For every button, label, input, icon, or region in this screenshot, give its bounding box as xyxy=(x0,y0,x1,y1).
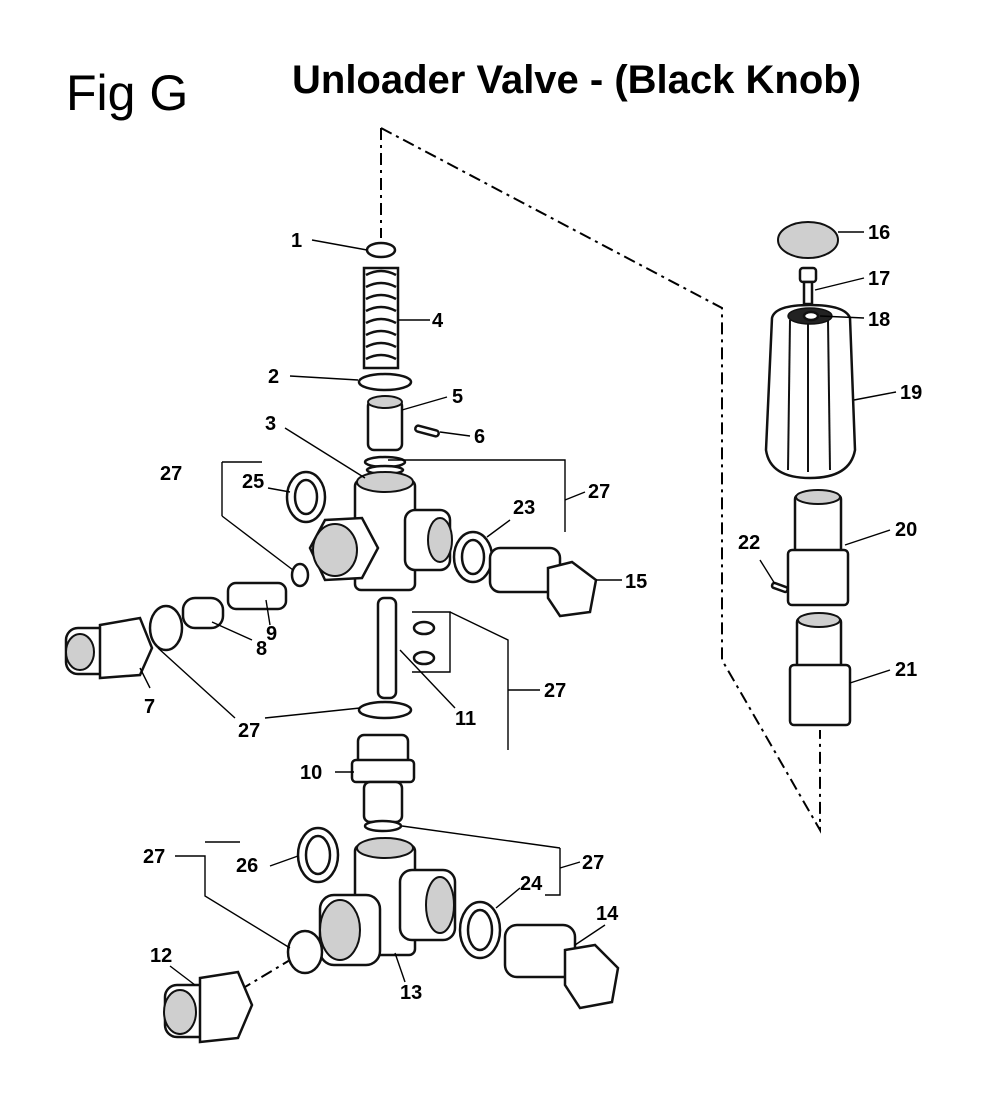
callout-9: 9 xyxy=(266,623,277,645)
part-18-nut xyxy=(802,310,820,322)
ring-a xyxy=(412,620,436,636)
callout-12: 12 xyxy=(150,945,172,967)
part-20-housing xyxy=(786,489,850,607)
callout-7: 7 xyxy=(144,696,155,718)
callout-21: 21 xyxy=(895,659,917,681)
callout-18: 18 xyxy=(868,309,890,331)
part-16-cap xyxy=(777,221,839,259)
callout-1: 1 xyxy=(291,230,302,252)
callout-2: 2 xyxy=(268,366,279,388)
part-3-valve-body xyxy=(308,471,453,592)
callout-26: 26 xyxy=(236,855,258,877)
o-ring-10 xyxy=(363,819,403,833)
o-ring-left xyxy=(290,562,310,588)
callout-11: 11 xyxy=(455,708,476,730)
part-10-seat xyxy=(350,733,416,824)
callout-14: 14 xyxy=(596,903,619,925)
callout-20: 20 xyxy=(895,519,917,541)
callout-13: 13 xyxy=(400,982,422,1004)
part-15-plug xyxy=(488,546,598,618)
part-2-washer xyxy=(357,372,413,392)
callout-5: 5 xyxy=(452,386,463,408)
callout-25: 25 xyxy=(242,471,264,493)
callout-27-middle-right: 27 xyxy=(544,680,566,702)
callout-4: 4 xyxy=(432,310,444,332)
callout-8: 8 xyxy=(256,638,267,660)
part-13-lower-body xyxy=(318,837,457,967)
part-19-knob xyxy=(764,303,857,480)
ring-b xyxy=(412,650,436,666)
leader-lines xyxy=(139,231,897,986)
part-17-screw xyxy=(798,266,818,306)
diagram-title: Unloader Valve - (Black Knob) xyxy=(292,58,862,102)
callout-16: 16 xyxy=(868,222,890,244)
callout-27-lower-left: 27 xyxy=(143,846,165,868)
part-8-spring xyxy=(181,596,225,630)
part-12-fitting xyxy=(163,970,254,1044)
assembly-dash-line xyxy=(380,127,821,834)
callout-27-upper-right: 27 xyxy=(588,481,610,503)
callout-15: 15 xyxy=(625,571,647,593)
part-9-poppet xyxy=(226,581,288,611)
callout-6: 6 xyxy=(474,426,485,448)
part-4-spring xyxy=(362,266,400,370)
part-14-plug xyxy=(503,923,620,1010)
o-ring-7 xyxy=(148,604,184,652)
part-1-cap xyxy=(365,241,397,259)
part-7-fitting xyxy=(64,616,154,680)
callout-22: 22 xyxy=(738,532,760,554)
part-22-pin xyxy=(770,581,789,594)
callout-19: 19 xyxy=(900,382,922,404)
figure-label: Fig G xyxy=(66,65,189,121)
callout-17: 17 xyxy=(868,268,890,290)
part-5-piston xyxy=(366,395,404,452)
part-11-stem xyxy=(357,596,413,720)
callout-10: 10 xyxy=(300,762,322,784)
assembly-dash-line-lower xyxy=(239,959,291,991)
callout-27-middle-left: 27 xyxy=(238,720,260,742)
callout-numbers: 1 2 3 4 5 6 7 8 9 10 11 12 13 14 15 16 1… xyxy=(143,222,922,1004)
callout-24: 24 xyxy=(520,873,543,895)
callout-3: 3 xyxy=(265,413,276,435)
part-6-pin xyxy=(414,424,440,438)
callout-27-upper-left: 27 xyxy=(160,463,182,485)
part-21-adapter xyxy=(788,612,852,727)
callout-23: 23 xyxy=(513,497,535,519)
o-ring-27-lower xyxy=(286,929,324,975)
callout-27-lower-right: 27 xyxy=(582,852,604,874)
